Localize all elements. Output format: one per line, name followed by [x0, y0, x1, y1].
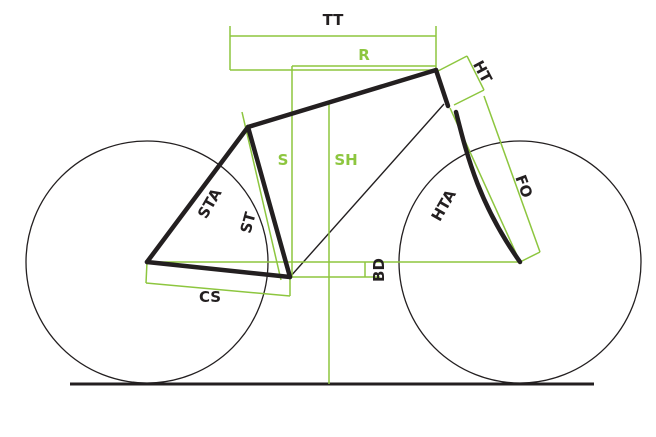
- label-ht: HT: [469, 57, 496, 86]
- label-bd: BD: [370, 258, 388, 282]
- bike-frame: [144, 67, 523, 280]
- label-s: S: [278, 151, 289, 169]
- label-st: ST: [237, 209, 260, 235]
- label-fo: FO: [511, 172, 536, 200]
- label-r: R: [358, 46, 370, 64]
- top-tube: [245, 67, 439, 130]
- down-tube: [289, 103, 445, 278]
- label-cs: CS: [199, 288, 221, 306]
- seat-stay: [144, 124, 251, 265]
- label-hta: HTA: [428, 186, 460, 224]
- label-sh: SH: [334, 151, 357, 169]
- seat-tube: [245, 124, 293, 280]
- chain-stay: [144, 259, 293, 280]
- head-tube: [433, 67, 451, 109]
- fork: [453, 109, 523, 265]
- label-tt: TT: [323, 11, 345, 29]
